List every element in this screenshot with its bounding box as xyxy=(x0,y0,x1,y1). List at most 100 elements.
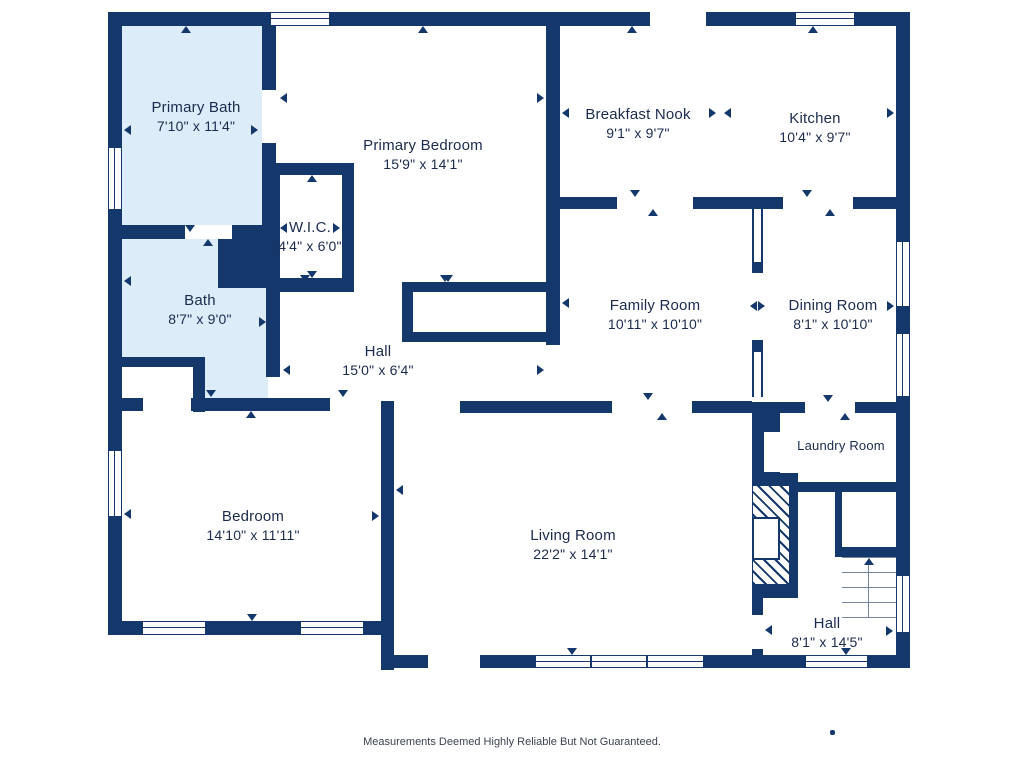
room-name: Bedroom xyxy=(221,508,285,525)
window xyxy=(108,147,122,210)
dimension-arrow xyxy=(537,365,544,375)
wall-segment xyxy=(835,492,842,557)
wall-segment xyxy=(330,12,650,26)
wall-segment xyxy=(266,163,354,175)
wall-segment xyxy=(108,12,270,26)
wall-segment xyxy=(752,402,805,413)
wall-segment xyxy=(896,12,910,241)
dimension-arrow xyxy=(300,275,310,282)
room-name: Dining Room xyxy=(788,297,878,314)
window xyxy=(591,655,647,668)
dimension-arrow xyxy=(259,317,266,327)
room-dimensions: 8'7" x 9'0" xyxy=(168,311,232,327)
dimension-arrow xyxy=(333,223,340,233)
dimension-arrow xyxy=(307,175,317,182)
dimension-arrow xyxy=(124,276,131,286)
window xyxy=(270,12,330,26)
wall-segment xyxy=(752,585,798,598)
wall-segment xyxy=(853,197,896,209)
room-dimensions: 15'0" x 6'4" xyxy=(342,362,414,378)
wall-segment xyxy=(108,621,142,635)
wall-segment xyxy=(752,598,763,615)
wall-segment xyxy=(262,26,276,90)
room-label-hall-lower: Hall 8'1" x 14'5" xyxy=(717,615,937,651)
room-dimensions: 10'11" x 10'10" xyxy=(607,316,703,332)
laundry-closet xyxy=(764,432,780,472)
room-fill xyxy=(122,26,262,225)
wall-segment xyxy=(692,401,752,413)
window xyxy=(300,621,364,635)
dimension-arrow xyxy=(372,511,379,521)
wall-segment xyxy=(381,621,394,670)
wall-segment xyxy=(840,547,896,557)
wall-segment xyxy=(266,163,280,377)
wall-segment xyxy=(402,332,558,342)
room-fill xyxy=(122,366,195,400)
thin-wall-segment xyxy=(752,209,763,262)
dimension-arrow xyxy=(630,190,640,197)
dimension-arrow xyxy=(246,411,256,418)
room-label-wic: W.I.C.4'4" x 6'0" xyxy=(200,219,420,255)
dimension-arrow xyxy=(765,625,772,635)
room-dimensions: 8'1" x 14'5" xyxy=(791,634,863,650)
window xyxy=(896,241,910,307)
window xyxy=(896,333,910,397)
dimension-arrow xyxy=(206,390,216,397)
dimension-arrow xyxy=(283,365,290,375)
wall-segment xyxy=(693,197,783,209)
room-name: Hall xyxy=(813,615,841,632)
dimension-arrow xyxy=(648,209,658,216)
room-name: Bath xyxy=(184,292,216,309)
dimension-arrow xyxy=(823,395,833,402)
room-label-family-room: Family Room 10'11" x 10'10" xyxy=(545,297,765,333)
dimension-arrow xyxy=(418,26,428,33)
dimension-arrow xyxy=(247,614,257,621)
fireplace-firebox xyxy=(752,517,780,560)
room-name: Living Room xyxy=(530,527,616,544)
dimension-arrow xyxy=(808,26,818,33)
wall-segment xyxy=(460,401,612,413)
room-dimensions: 22'2" x 14'1" xyxy=(533,546,613,562)
wall-segment xyxy=(752,262,763,273)
wall-segment xyxy=(122,225,185,239)
dimension-arrow xyxy=(251,125,258,135)
wall-segment xyxy=(394,655,428,668)
dimension-arrow xyxy=(657,413,667,420)
room-label-bedroom: Bedroom 14'10" x 11'11" xyxy=(143,508,363,544)
wall-segment xyxy=(108,357,205,367)
dimension-arrow xyxy=(887,108,894,118)
room-name: Primary Bath xyxy=(151,99,241,116)
wall-segment xyxy=(191,398,330,411)
window xyxy=(795,12,855,26)
room-name: Family Room xyxy=(609,297,701,314)
room-dimensions: 15'9" x 14'1" xyxy=(383,156,463,172)
room-dimensions: 14'10" x 11'11" xyxy=(206,527,300,543)
window xyxy=(108,450,122,517)
room-label-dining-room: Dining Room 8'1" x 10'10" xyxy=(723,297,943,333)
wall-segment xyxy=(381,401,394,625)
wall-segment xyxy=(108,210,122,450)
room-dimensions: 8'1" x 10'10" xyxy=(793,316,873,332)
wall-segment xyxy=(790,485,798,585)
wall-segment xyxy=(108,12,122,147)
dimension-arrow xyxy=(825,209,835,216)
dimension-arrow xyxy=(886,626,893,636)
dimension-arrow xyxy=(724,108,731,118)
dimension-arrow xyxy=(537,93,544,103)
window xyxy=(805,655,868,668)
dimension-arrow xyxy=(887,301,894,311)
room-dimensions: 10'4" x 9'7" xyxy=(779,129,851,145)
dimension-arrow xyxy=(864,558,874,565)
dimension-arrow xyxy=(643,393,653,400)
wall-segment xyxy=(402,292,413,342)
wall-segment xyxy=(266,278,354,292)
dimension-arrow xyxy=(562,298,569,308)
room-dimensions: 9'1" x 9'7" xyxy=(606,125,670,141)
wall-segment xyxy=(232,225,276,239)
wall-segment xyxy=(868,655,910,668)
dimension-arrow xyxy=(840,413,850,420)
room-name: Primary Bedroom xyxy=(363,137,483,154)
wall-segment xyxy=(402,282,553,292)
